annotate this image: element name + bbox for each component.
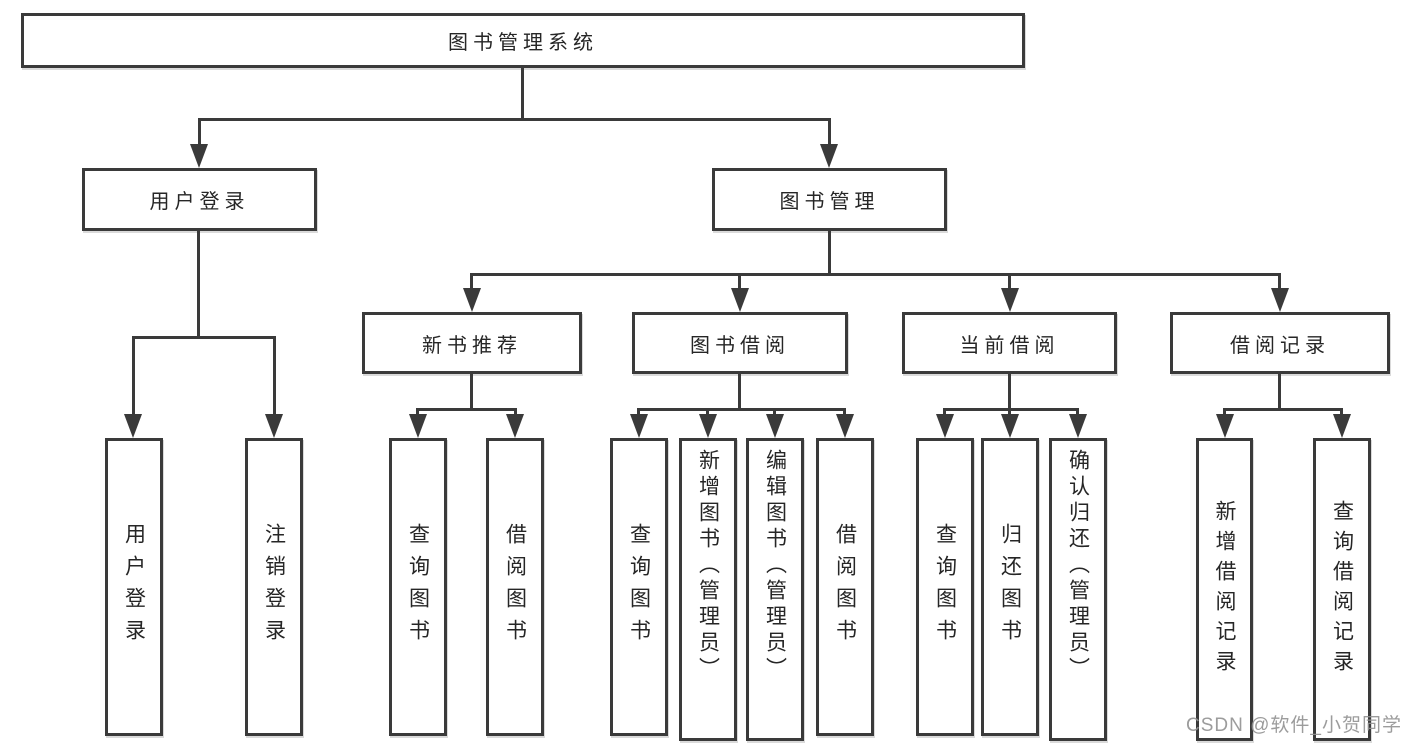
connector-userlogin-arm-2 [273, 336, 276, 414]
arrow-to-leaf-login [124, 414, 142, 438]
connector-borrowing-arm-1 [637, 408, 640, 416]
node-current-borrowing-label: 当前借阅 [959, 334, 1060, 357]
watermark: CSDN @软件_小贺同学 [1186, 715, 1402, 736]
leaf-query-books-2-label: 查询图书 [627, 523, 651, 651]
leaf-add-borrow-record-label: 新增借阅记录 [1213, 499, 1236, 680]
connector-current-arm-3 [1076, 408, 1079, 416]
connector-newbook-stem [470, 374, 473, 408]
leaf-query-books-3: 查询图书 [916, 438, 974, 736]
connector-records-bar [1223, 408, 1343, 411]
connector-borrowing-arm-3 [773, 408, 776, 416]
leaf-return-books-label: 归还图书 [998, 523, 1022, 651]
leaf-edit-books-admin: 编辑图书（管理员） [746, 438, 804, 741]
connector-bookmgmt-stem [828, 231, 831, 273]
leaf-add-borrow-record: 新增借阅记录 [1196, 438, 1253, 741]
leaf-user-login-label: 用户登录 [122, 523, 146, 651]
arrow-borrowing-leaf-3 [766, 414, 784, 438]
leaf-query-borrow-record-label: 查询借阅记录 [1330, 499, 1354, 680]
connector-borrowing-arm-2 [706, 408, 709, 416]
arrow-to-leaf-logout [265, 414, 283, 438]
leaf-logout-label: 注销登录 [262, 523, 286, 651]
leaf-borrow-books-2: 借阅图书 [816, 438, 874, 736]
leaf-borrow-books-1-label: 借阅图书 [503, 523, 527, 651]
leaf-borrow-books-1: 借阅图书 [486, 438, 544, 736]
connector-bookmgmt-arm-2 [738, 273, 741, 288]
leaf-query-borrow-record: 查询借阅记录 [1313, 438, 1371, 741]
connector-root-arm-left [198, 118, 201, 146]
connector-current-bar [943, 408, 1079, 411]
node-new-book-recommend: 新书推荐 [362, 312, 582, 374]
leaf-query-books-3-label: 查询图书 [933, 523, 957, 651]
node-book-management: 图书管理 [712, 168, 947, 231]
arrow-newbook-leaf-1 [409, 414, 427, 438]
arrow-to-book-borrow [731, 288, 749, 312]
leaf-user-login: 用户登录 [105, 438, 163, 736]
arrow-current-leaf-3 [1069, 414, 1087, 438]
leaf-add-books-admin-label: 新增图书（管理员） [696, 449, 720, 683]
node-new-book-recommend-label: 新书推荐 [422, 334, 522, 357]
node-book-borrowing: 图书借阅 [632, 312, 848, 374]
arrow-borrowing-leaf-1 [630, 414, 648, 438]
connector-records-stem [1278, 374, 1281, 408]
leaf-confirm-return-admin: 确认归还（管理员） [1049, 438, 1107, 741]
connector-userlogin-stem [197, 231, 200, 336]
leaf-logout: 注销登录 [245, 438, 303, 736]
arrow-to-borrow-records [1271, 288, 1289, 312]
arrow-current-leaf-2 [1001, 414, 1019, 438]
leaf-return-books: 归还图书 [981, 438, 1039, 736]
arrow-to-new-books [463, 288, 481, 312]
node-borrow-records: 借阅记录 [1170, 312, 1390, 374]
connector-bookmgmt-arm-1 [470, 273, 473, 288]
connector-current-stem [1008, 374, 1011, 408]
connector-current-arm-2 [1008, 408, 1011, 416]
connector-records-arm-1 [1223, 408, 1226, 416]
arrow-borrowing-leaf-4 [836, 414, 854, 438]
node-book-management-label: 图书管理 [779, 191, 880, 213]
connector-root-stem [521, 68, 524, 118]
leaf-query-books-1-label: 查询图书 [406, 523, 430, 651]
arrow-to-book-mgmt [820, 144, 838, 168]
connector-root-arm-right [828, 118, 831, 146]
connector-newbook-bar [416, 408, 517, 411]
node-root: 图书管理系统 [21, 13, 1025, 68]
arrow-to-current-borrow [1001, 288, 1019, 312]
node-current-borrowing: 当前借阅 [902, 312, 1117, 374]
connector-records-arm-2 [1340, 408, 1343, 416]
leaf-confirm-return-admin-label: 确认归还（管理员） [1066, 449, 1090, 683]
leaf-add-books-admin: 新增图书（管理员） [679, 438, 737, 741]
connector-borrowing-bar [637, 408, 846, 411]
arrow-newbook-leaf-2 [506, 414, 524, 438]
connector-newbook-arm-2 [514, 408, 517, 416]
leaf-query-books-2: 查询图书 [610, 438, 668, 736]
arrow-current-leaf-1 [936, 414, 954, 438]
connector-userlogin-arm-1 [132, 336, 135, 414]
connector-newbook-arm-1 [416, 408, 419, 416]
arrow-borrowing-leaf-2 [699, 414, 717, 438]
connector-borrowing-arm-4 [843, 408, 846, 416]
arrow-records-leaf-1 [1216, 414, 1234, 438]
connector-bookmgmt-arm-4 [1278, 273, 1281, 288]
leaf-edit-books-admin-label: 编辑图书（管理员） [763, 449, 787, 683]
connector-bookmgmt-arm-3 [1008, 273, 1011, 288]
node-root-label: 图书管理系统 [448, 32, 598, 54]
leaf-borrow-books-2-label: 借阅图书 [833, 523, 857, 651]
node-borrow-records-label: 借阅记录 [1230, 334, 1330, 357]
connector-bookmgmt-bar [470, 273, 1281, 276]
node-book-borrowing-label: 图书借阅 [690, 334, 790, 357]
connector-userlogin-bar [132, 336, 276, 339]
connector-current-arm-1 [943, 408, 946, 416]
node-user-login: 用户登录 [82, 168, 317, 231]
connector-root-bar [198, 118, 831, 121]
arrow-records-leaf-2 [1333, 414, 1351, 438]
node-user-login-label: 用户登录 [149, 191, 250, 213]
arrow-to-user-login [190, 144, 208, 168]
leaf-query-books-1: 查询图书 [389, 438, 447, 736]
connector-borrowing-stem [738, 374, 741, 408]
